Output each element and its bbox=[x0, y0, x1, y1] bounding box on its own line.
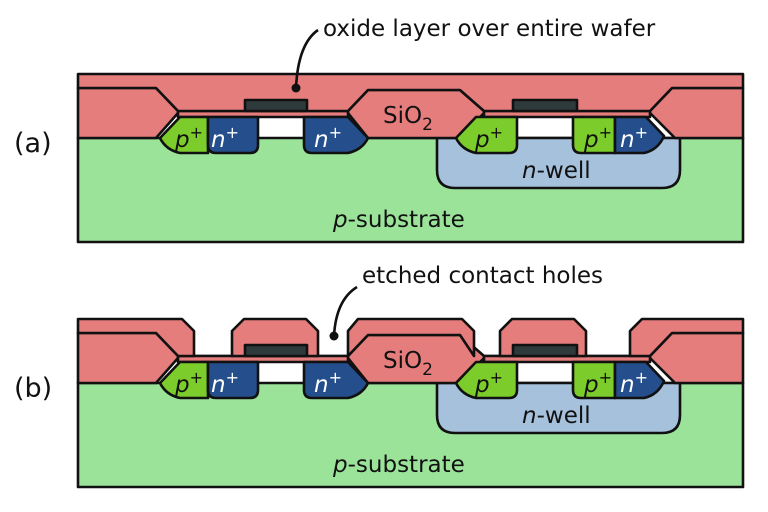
annotation-dot bbox=[329, 331, 339, 341]
annotation-text: oxide layer over entire wafer bbox=[323, 16, 656, 42]
p-plus-label: p+ bbox=[474, 123, 503, 153]
annotation-leader-line bbox=[332, 285, 358, 337]
n-plus-diffusion bbox=[302, 115, 370, 155]
n-plus-label: n+ bbox=[211, 123, 239, 153]
p-plus-diffusion bbox=[571, 360, 617, 400]
n-plus-diffusion bbox=[206, 115, 260, 155]
poly-gate-nmos bbox=[243, 98, 309, 113]
n-plus-diffusion bbox=[613, 360, 666, 400]
annotation-dot bbox=[291, 83, 301, 93]
deposited-oxide-segment bbox=[628, 317, 745, 358]
n-plus-label: n+ bbox=[314, 123, 342, 153]
n-well-label: n-well bbox=[522, 158, 591, 184]
p-plus-label: p+ bbox=[174, 368, 203, 398]
n-plus-label: n+ bbox=[620, 368, 648, 398]
annotation-text: etched contact holes bbox=[362, 263, 603, 289]
deposited-oxide-segment bbox=[76, 317, 196, 358]
poly-gate-nmos bbox=[243, 343, 309, 358]
p-plus-diffusion bbox=[571, 115, 617, 155]
poly-gate-pmos bbox=[511, 343, 579, 358]
n-plus-label: n+ bbox=[314, 368, 342, 398]
p-plus-label: p+ bbox=[583, 123, 612, 153]
panel-b: p+ n+ n+ p+ p+ n+ SiO2 n-well p-substrate (b) etch… bbox=[14, 263, 745, 489]
panel-label: (a) bbox=[14, 128, 52, 159]
p-plus-label: p+ bbox=[474, 368, 503, 398]
p-plus-diffusion bbox=[158, 360, 210, 400]
n-plus-diffusion bbox=[613, 115, 666, 155]
n-plus-diffusion bbox=[302, 360, 370, 400]
deposited-oxide-segment bbox=[346, 317, 476, 358]
poly-gate-pmos bbox=[511, 98, 579, 113]
n-plus-label: n+ bbox=[620, 123, 648, 153]
n-plus-label: n+ bbox=[211, 368, 239, 398]
panel-a: p+ n+ n+ p+ p+ n+ SiO2 n-well p-substrate (a) oxid… bbox=[14, 16, 745, 244]
n-well-label: n-well bbox=[522, 403, 591, 429]
p-plus-diffusion bbox=[158, 115, 210, 155]
p-substrate-label: p-substrate bbox=[332, 207, 465, 233]
sio2-label: SiO2 bbox=[383, 348, 433, 380]
panel-label: (b) bbox=[14, 373, 52, 404]
p-plus-label: p+ bbox=[583, 368, 612, 398]
p-plus-diffusion bbox=[454, 360, 519, 400]
annotation-leader-line bbox=[294, 28, 319, 89]
p-substrate-label: p-substrate bbox=[332, 452, 465, 478]
sio2-label: SiO2 bbox=[383, 103, 433, 135]
p-plus-label: p+ bbox=[174, 123, 203, 153]
p-plus-diffusion bbox=[454, 115, 519, 155]
n-plus-diffusion bbox=[206, 360, 260, 400]
